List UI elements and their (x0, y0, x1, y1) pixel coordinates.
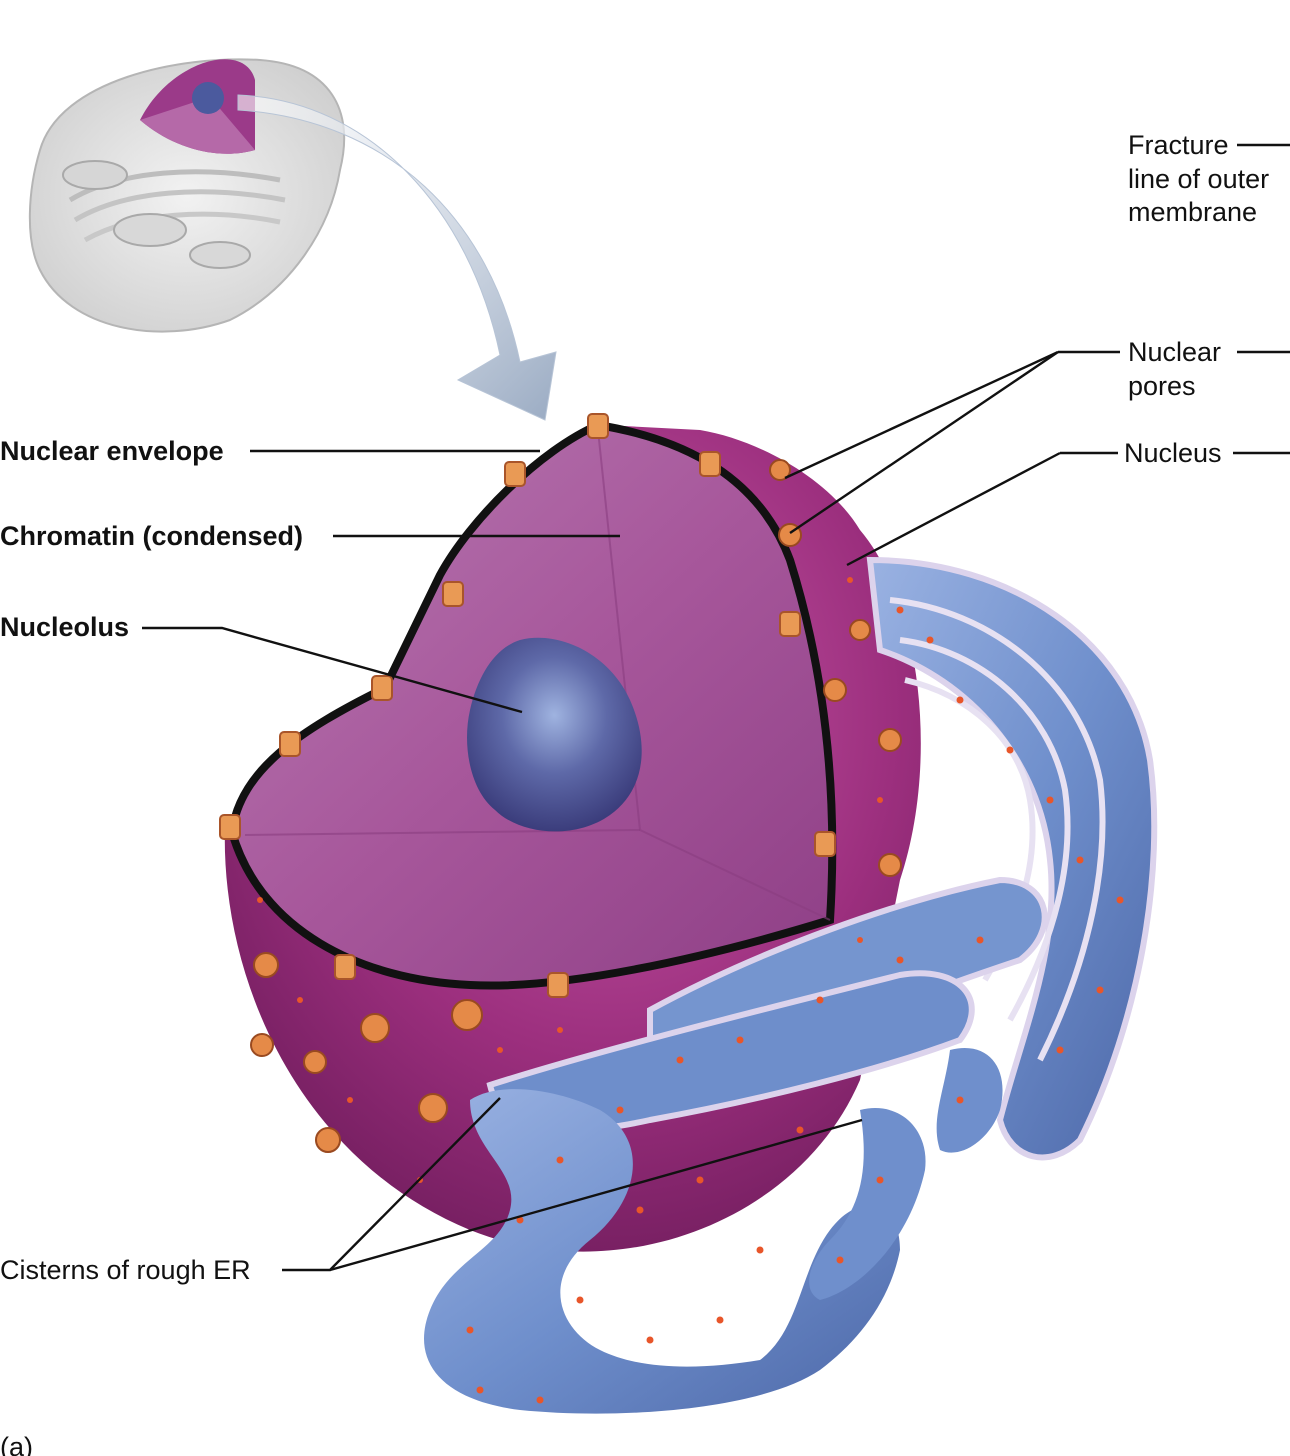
cell-overview-illustration (28, 58, 346, 333)
label-fracture-line: Fracture line of outer membrane (1128, 130, 1277, 227)
panel-letter: (a) (0, 1432, 33, 1456)
ribosomes (257, 577, 1124, 1404)
label-nuclear-pores-1: Nuclear (1128, 337, 1221, 367)
label-fracture-line-1: Fracture (1128, 130, 1229, 160)
label-nuclear-pores: Nuclear pores (1128, 337, 1229, 401)
nuclear-pore-complexes (219, 413, 836, 998)
label-nuclear-envelope: Nuclear envelope (0, 436, 224, 466)
rough-er (424, 556, 1158, 1414)
leader-lines (142, 143, 1290, 1272)
label-chromatin: Chromatin (condensed) (0, 521, 303, 551)
surface-pore-rosettes (250, 459, 902, 1153)
label-cisterns-rough-er: Cisterns of rough ER (0, 1255, 251, 1285)
label-fracture-line-3: membrane (1128, 197, 1257, 227)
label-fracture-line-2: line of outer (1128, 164, 1269, 194)
nucleolus-body (467, 637, 642, 832)
label-nucleolus: Nucleolus (0, 612, 129, 642)
label-nucleus: Nucleus (1124, 438, 1222, 468)
enlargement-arrow (237, 94, 557, 421)
label-nuclear-pores-2: pores (1128, 371, 1196, 401)
